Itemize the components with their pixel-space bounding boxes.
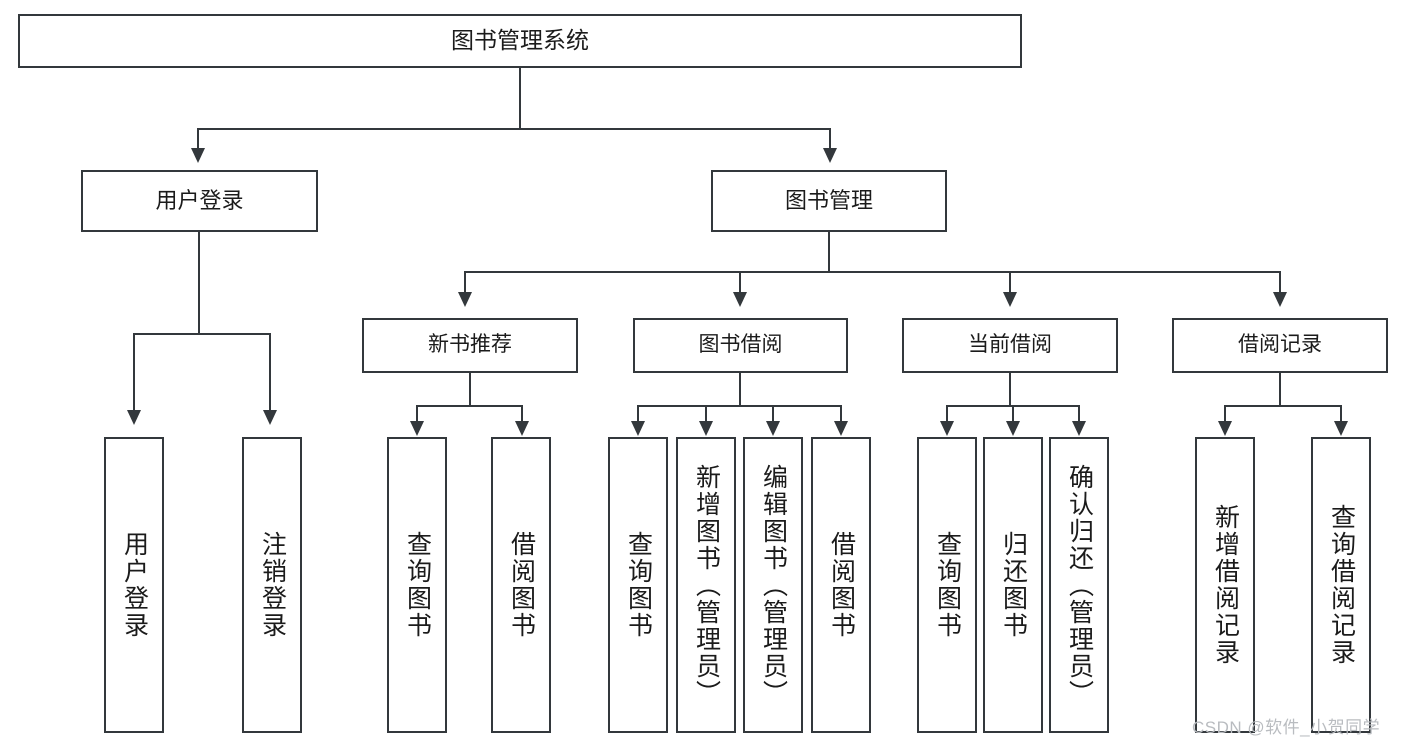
node-leaf-query-book-1[interactable]: 查询图书	[387, 437, 447, 733]
arrow-leaf-query-book-2	[631, 421, 645, 436]
arrow-leaf-return-book	[1006, 421, 1020, 436]
node-leaf-edit-book[interactable]: 编辑图书（管理员）	[743, 437, 803, 733]
connector-br-leaf1	[1224, 405, 1226, 421]
arrow-leaf-borrow-book-1	[515, 421, 529, 436]
connector-to-book-management	[829, 128, 831, 148]
node-leaf-borrow-book-1[interactable]: 借阅图书	[491, 437, 551, 733]
node-leaf-query-book-3[interactable]: 查询图书	[917, 437, 977, 733]
csdn-watermark: CSDN @软件_小贺同学	[1192, 718, 1381, 737]
arrow-leaf-query-book-3	[940, 421, 954, 436]
node-leaf-borrow-book-2[interactable]: 借阅图书	[811, 437, 871, 733]
connector-user-login-bus	[133, 333, 269, 335]
connector-level2-bus	[197, 128, 831, 130]
connector-to-user-login	[197, 128, 199, 148]
arrow-leaf-logout	[263, 410, 277, 425]
connector-bb-leaf1	[637, 405, 639, 421]
arrow-leaf-edit-book	[766, 421, 780, 436]
node-new-book-recommend-label: 新书推荐	[428, 333, 512, 357]
connector-level3-bus	[464, 271, 1280, 273]
node-book-borrow-label: 图书借阅	[698, 333, 783, 357]
connector-new-book-recommend-bus	[416, 405, 523, 407]
node-leaf-borrow-book-1-label: 借阅图书	[507, 531, 536, 639]
node-leaf-query-book-2-label: 查询图书	[624, 531, 653, 639]
arrow-leaf-user-login	[127, 410, 141, 425]
arrow-to-new-book-recommend	[458, 292, 472, 307]
node-borrow-record[interactable]: 借阅记录	[1172, 318, 1388, 373]
arrow-leaf-query-book-1	[410, 421, 424, 436]
node-leaf-confirm-return[interactable]: 确认归还（管理员）	[1049, 437, 1109, 733]
node-leaf-add-book[interactable]: 新增图书（管理员）	[676, 437, 736, 733]
node-borrow-record-label: 借阅记录	[1238, 333, 1322, 357]
arrow-to-borrow-record	[1273, 292, 1287, 307]
node-leaf-query-book-2[interactable]: 查询图书	[608, 437, 668, 733]
connector-book-borrow-stem	[739, 373, 741, 406]
node-leaf-edit-book-label: 编辑图书（管理员）	[759, 463, 788, 707]
node-leaf-user-login-label: 用户登录	[120, 531, 149, 639]
connector-book-management-stem	[828, 232, 830, 272]
node-leaf-query-book-3-label: 查询图书	[933, 531, 962, 639]
node-root[interactable]: 图书管理系统	[18, 14, 1022, 68]
node-leaf-borrow-book-2-label: 借阅图书	[827, 531, 856, 639]
arrow-leaf-add-book	[699, 421, 713, 436]
arrow-to-current-borrow	[1003, 292, 1017, 307]
node-leaf-add-record[interactable]: 新增借阅记录	[1195, 437, 1255, 733]
connector-br-leaf2	[1340, 405, 1342, 421]
arrow-leaf-borrow-book-2	[834, 421, 848, 436]
connector-user-login-left	[133, 333, 135, 410]
node-book-management[interactable]: 图书管理	[711, 170, 947, 232]
connector-to-book-borrow	[739, 271, 741, 292]
node-book-borrow[interactable]: 图书借阅	[633, 318, 848, 373]
connector-to-current-borrow	[1009, 271, 1011, 292]
connector-root-stem	[519, 68, 521, 129]
node-user-login-label: 用户登录	[155, 188, 244, 214]
connector-book-borrow-bus	[637, 405, 842, 407]
node-leaf-user-login[interactable]: 用户登录	[104, 437, 164, 733]
node-book-management-label: 图书管理	[784, 188, 873, 214]
connector-bb-leaf4	[840, 405, 842, 421]
node-user-login[interactable]: 用户登录	[81, 170, 318, 232]
node-current-borrow-label: 当前借阅	[968, 333, 1052, 357]
node-leaf-return-book[interactable]: 归还图书	[983, 437, 1043, 733]
node-leaf-logout-label: 注销登录	[258, 531, 287, 639]
node-leaf-query-book-1-label: 查询图书	[403, 531, 432, 639]
connector-cb-leaf2	[1012, 405, 1014, 421]
node-leaf-add-record-label: 新增借阅记录	[1211, 504, 1240, 666]
node-leaf-confirm-return-label: 确认归还（管理员）	[1065, 463, 1094, 707]
connector-bb-leaf2	[705, 405, 707, 421]
arrow-leaf-confirm-return	[1072, 421, 1086, 436]
connector-nbr-leaf2	[521, 405, 523, 421]
arrow-to-user-login	[191, 148, 205, 163]
connector-borrow-record-bus	[1224, 405, 1342, 407]
arrow-leaf-add-record	[1218, 421, 1232, 436]
connector-to-new-book-recommend	[464, 271, 466, 292]
connector-bb-leaf3	[772, 405, 774, 421]
connector-cb-leaf1	[946, 405, 948, 421]
connector-nbr-leaf1	[416, 405, 418, 421]
connector-user-login-stem	[198, 232, 200, 334]
arrow-to-book-borrow	[733, 292, 747, 307]
arrow-to-book-management	[823, 148, 837, 163]
connector-cb-leaf3	[1078, 405, 1080, 421]
node-leaf-add-book-label: 新增图书（管理员）	[692, 463, 721, 707]
node-leaf-query-record-label: 查询借阅记录	[1327, 504, 1356, 666]
arrow-leaf-query-record	[1334, 421, 1348, 436]
node-leaf-logout[interactable]: 注销登录	[242, 437, 302, 733]
connector-new-book-recommend-stem	[469, 373, 471, 406]
node-leaf-return-book-label: 归还图书	[999, 531, 1028, 639]
node-root-label: 图书管理系统	[451, 27, 589, 54]
node-new-book-recommend[interactable]: 新书推荐	[362, 318, 578, 373]
connector-to-borrow-record	[1279, 271, 1281, 292]
connector-current-borrow-stem	[1009, 373, 1011, 406]
connector-user-login-right	[269, 333, 271, 410]
node-leaf-query-record[interactable]: 查询借阅记录	[1311, 437, 1371, 733]
node-current-borrow[interactable]: 当前借阅	[902, 318, 1118, 373]
connector-borrow-record-stem	[1279, 373, 1281, 406]
